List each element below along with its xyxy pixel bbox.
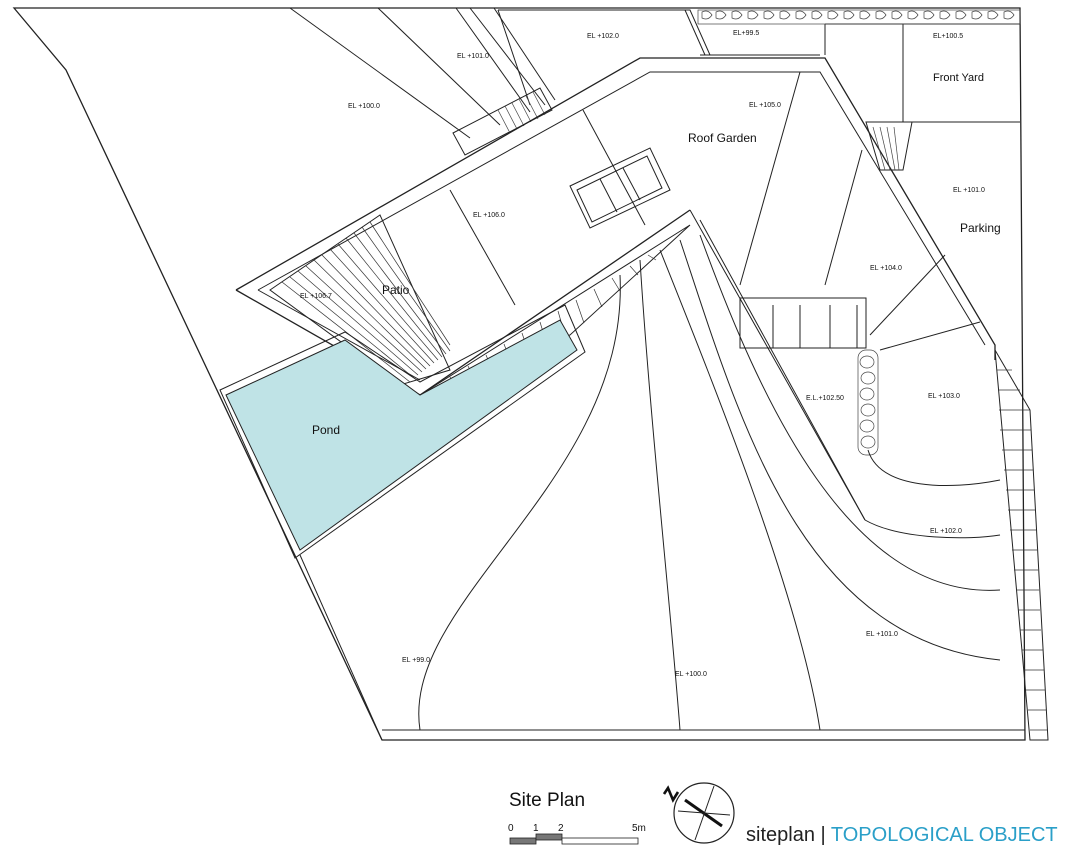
elevation-el-102-top: EL +102.0 (587, 33, 619, 40)
right-strip-hatch (994, 349, 1049, 741)
stone-column (857, 349, 879, 456)
building-outline (235, 57, 996, 521)
scale-tick-5m: 5m (632, 823, 646, 834)
entry-steps (739, 297, 867, 349)
label-roof-garden: Roof Garden (688, 131, 757, 145)
elevation-el-101-top: EL +101.0 (457, 53, 489, 60)
scale-tick-0: 0 (508, 823, 514, 834)
label-front-yard: Front Yard (933, 72, 984, 84)
skylight (569, 147, 671, 229)
elevation-el-103: EL +103.0 (928, 393, 960, 400)
elevation-el-101-right: EL +101.0 (866, 631, 898, 638)
elevation-el-106-7: EL +106.7 (300, 293, 332, 300)
patio-hatch (269, 214, 451, 386)
drawing-title: Site Plan (509, 790, 586, 811)
scale-tick-1: 1 (533, 823, 539, 834)
contour-lines (299, 234, 1001, 741)
label-parking: Parking (960, 221, 1001, 235)
label-pond: Pond (312, 423, 340, 437)
elevation-el-102-50: E.L.+102.50 (806, 395, 844, 402)
terrain-lines-top (289, 7, 1020, 139)
footer-caption: siteplan | TOPOLOGICAL OBJECT (746, 824, 1058, 847)
elevation-el-100-5: EL+100.5 (933, 33, 963, 40)
elevation-el-100-top: EL +100.0 (348, 103, 380, 110)
site-boundary (12, 7, 1026, 741)
stairs-front-yard (865, 121, 913, 171)
stone-wall (697, 9, 1021, 25)
scale-tick-2: 2 (558, 823, 564, 834)
label-patio: Patio (382, 283, 410, 297)
footer-prefix: siteplan | (746, 824, 831, 846)
elevation-el-99: EL +99.0 (402, 657, 430, 664)
compass-rose (662, 782, 735, 844)
scale-bar (509, 833, 639, 845)
elevation-el-99-5: EL+99.5 (733, 30, 759, 37)
elevation-el-104: EL +104.0 (870, 265, 902, 272)
elevation-el-100-bottom: EL +100.0 (675, 671, 707, 678)
elevation-el-101-parking: EL +101.0 (953, 187, 985, 194)
elevation-el-105-roof: EL +105.0 (749, 102, 781, 109)
elevation-el-102-right: EL +102.0 (930, 528, 962, 535)
pond (219, 304, 586, 559)
footer-accent: TOPOLOGICAL OBJECT (830, 824, 1058, 846)
elevation-el-106: EL +106.0 (473, 212, 505, 219)
stairs-top-left (452, 87, 553, 156)
